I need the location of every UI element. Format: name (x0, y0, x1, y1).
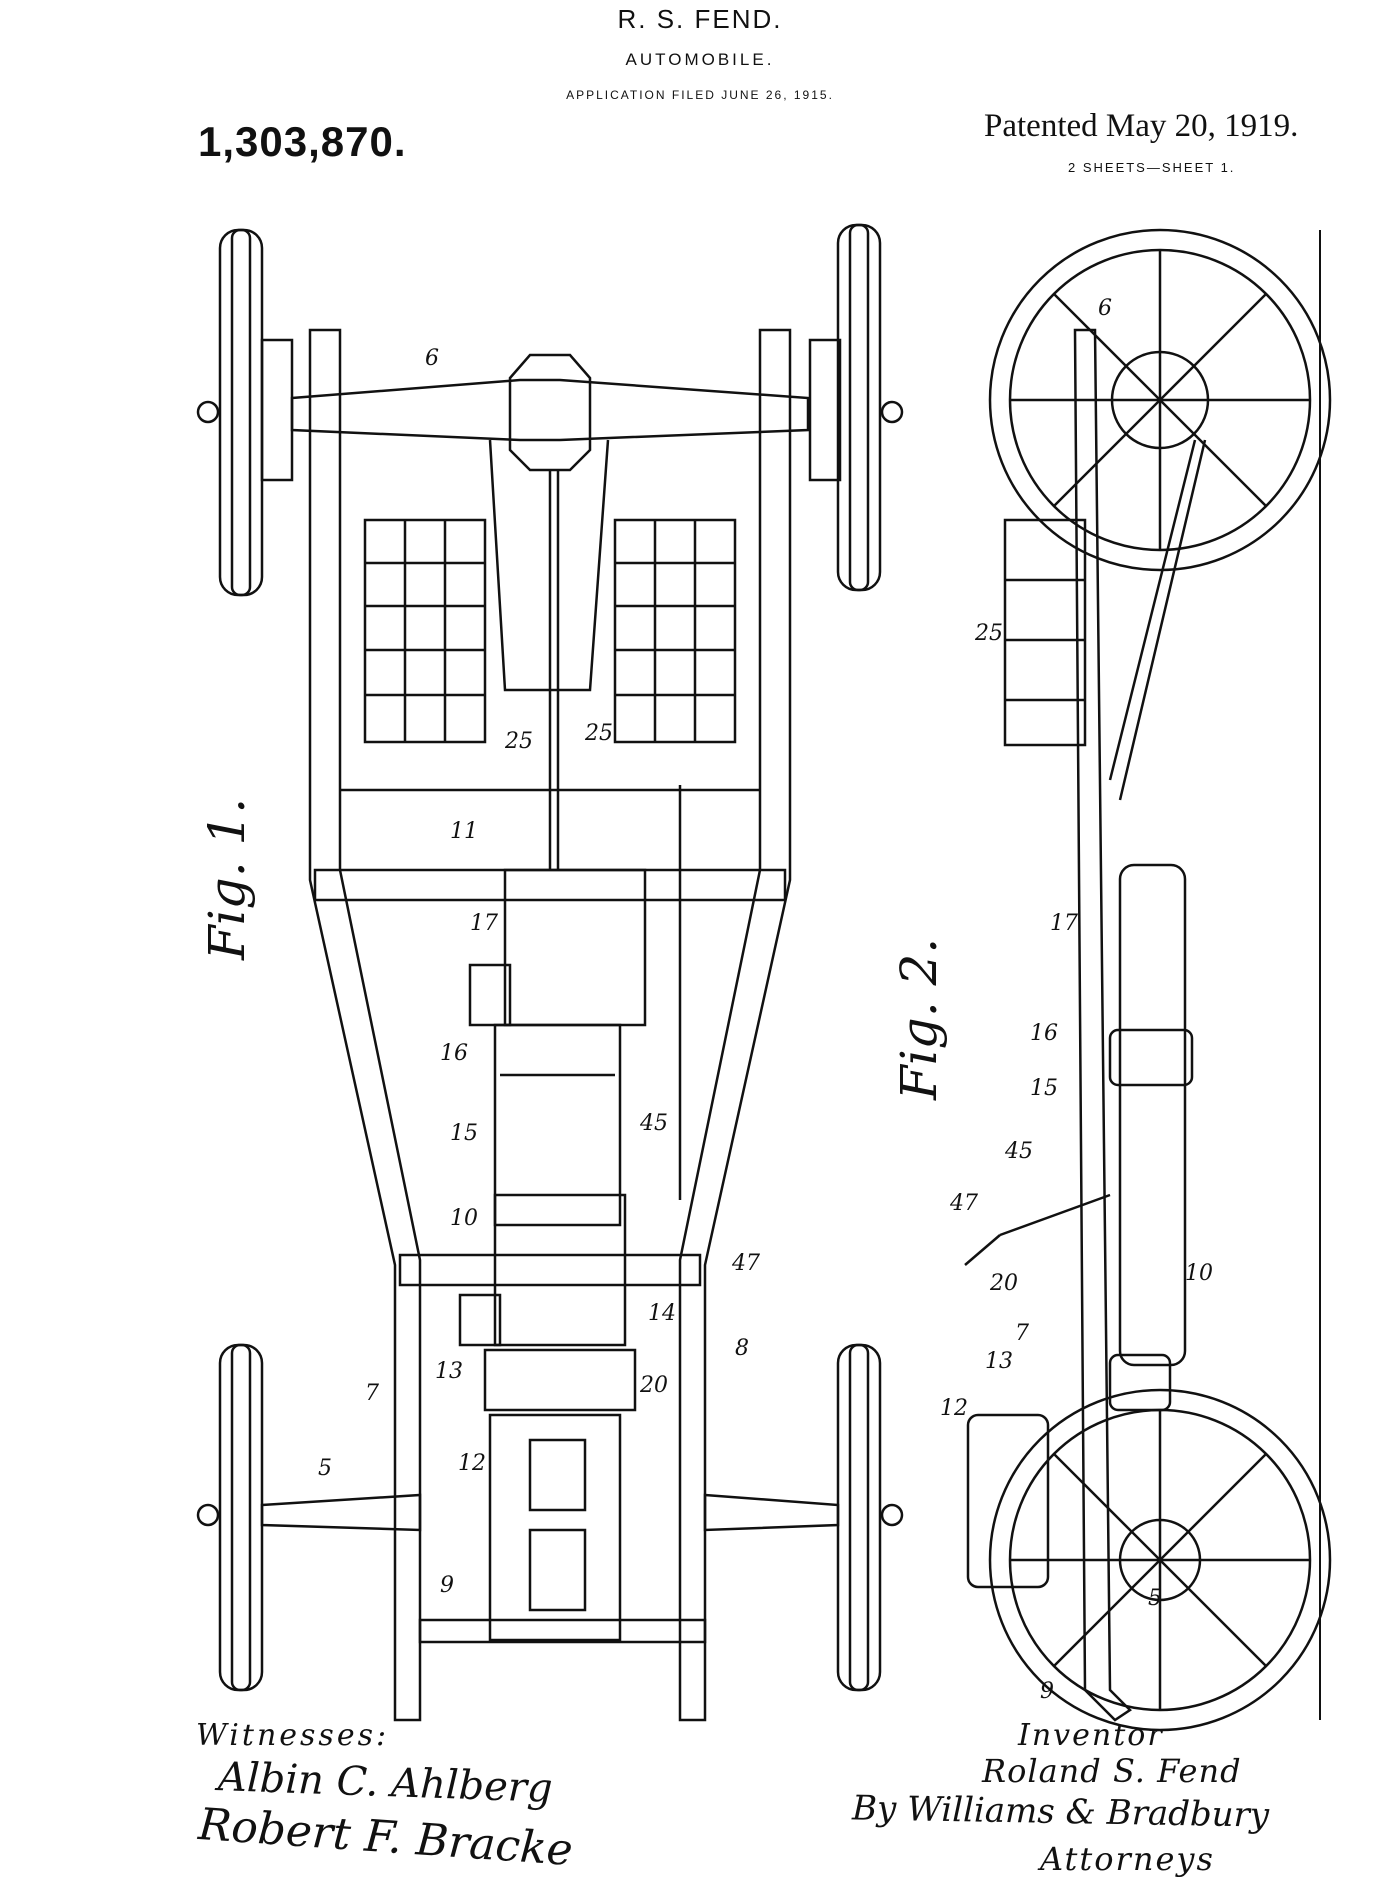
witnesses-label: Witnesses: (196, 1718, 390, 1753)
fig1-engine-12 (488, 1413, 622, 1642)
ref-fig1-8: 8 (735, 1336, 749, 1361)
attorneys-label: Attorneys (1040, 1840, 1215, 1878)
fig1-front-cross-member-9 (418, 1618, 707, 1644)
fig1-battery-box-right (613, 518, 737, 744)
fig1-motor (493, 1023, 622, 1227)
ref-fig2-7: 7 (1015, 1321, 1029, 1346)
fig1-clutch-13 (483, 1348, 637, 1412)
fig1-gear-housing-14 (493, 1193, 627, 1347)
ref-fig2-17: 17 (1050, 911, 1078, 936)
ref-fig2-9: 9 (1040, 1679, 1054, 1704)
fig1-front-left-wheel (218, 1343, 264, 1692)
fig1-right-frame-rail (678, 328, 792, 1722)
ref-fig1-5: 5 (318, 1456, 332, 1481)
patent-date: Patented May 20, 1919. (984, 108, 1299, 144)
ref-fig2-6: 6 (1098, 296, 1112, 321)
inventor-name-header: R. S. FEND. (617, 4, 783, 34)
ref-fig1-12: 12 (458, 1451, 486, 1476)
ref-fig2-13: 13 (985, 1349, 1013, 1374)
fig1-battery-box-left (363, 518, 487, 744)
ref-fig1-17: 17 (470, 911, 498, 936)
ref-fig2-16: 16 (1030, 1021, 1058, 1046)
fig1-reference-numerals: 6 25 25 11 17 16 15 45 10 47 14 8 13 20 … (318, 346, 760, 1598)
ref-fig1-15: 15 (450, 1121, 478, 1146)
ref-fig2-15: 15 (1030, 1076, 1058, 1101)
ref-fig1-45: 45 (639, 1111, 668, 1136)
fig2-rear-wheel (988, 228, 1332, 572)
ref-fig1-20: 20 (639, 1373, 668, 1398)
ref-fig1-7: 7 (365, 1381, 379, 1406)
fig2-radiator-12 (966, 1413, 1050, 1589)
ref-fig1-10: 10 (450, 1206, 478, 1231)
ref-fig1-11: 11 (450, 819, 478, 844)
fig1-rear-left-wheel (218, 228, 264, 597)
ref-fig1-16: 16 (440, 1041, 468, 1066)
ref-fig2-47: 47 (949, 1191, 978, 1216)
fig1-drawing (196, 223, 904, 1722)
ref-fig1-6: 6 (425, 346, 439, 371)
application-filed-line: APPLICATION FILED JUNE 26, 1915. (566, 88, 834, 102)
fig2-drawing (964, 228, 1332, 1732)
inventor-signature: Roland S. Fend (982, 1752, 1242, 1790)
fig1-rear-axle (290, 378, 810, 442)
inventor-label: Inventor (1018, 1718, 1164, 1753)
ref-fig2-5: 5 (1148, 1586, 1162, 1611)
ref-fig1-47: 47 (731, 1251, 760, 1276)
ref-fig2-45: 45 (1004, 1139, 1033, 1164)
ref-fig2-20: 20 (989, 1271, 1018, 1296)
ref-fig1-25a: 25 (504, 729, 533, 754)
invention-title: AUTOMOBILE. (625, 50, 775, 69)
fig2-frame (1073, 328, 1132, 1722)
fig2-label: Fig. 2. (890, 937, 948, 1100)
fig2-reference-numerals: 6 25 17 16 15 45 47 10 20 7 13 12 5 9 (940, 296, 1213, 1704)
attorney-signature: By Williams & Bradbury (851, 1788, 1270, 1836)
fig2-motor-housing (1118, 863, 1187, 1367)
fig1-left-frame-rail (308, 328, 422, 1722)
fig1-cross-member-10 (398, 1253, 702, 1287)
fig1-rear-right-wheel (836, 223, 882, 592)
fig2-front-wheel (988, 1388, 1332, 1732)
fig1-front-right-wheel (836, 1343, 882, 1692)
fig2-battery-25 (1003, 518, 1087, 747)
ref-fig1-25b: 25 (584, 721, 613, 746)
fig1-cross-member-11 (313, 868, 787, 902)
ref-fig2-12: 12 (940, 1396, 968, 1421)
fig1-gear-housing-17 (503, 868, 647, 1027)
fig1-front-axle-left (260, 1493, 422, 1532)
fig1-differential (508, 353, 592, 472)
patent-number: 1,303,870. (198, 118, 407, 165)
sheet-info: 2 SHEETS—SHEET 1. (1068, 160, 1236, 175)
ref-fig1-14: 14 (648, 1301, 676, 1326)
fig1-front-axle-right (703, 1493, 840, 1532)
ref-fig1-9: 9 (440, 1573, 454, 1598)
ref-fig1-13: 13 (435, 1359, 463, 1384)
ref-fig2-25: 25 (974, 621, 1003, 646)
fig1-label: Fig. 1. (198, 797, 256, 960)
ref-fig2-10: 10 (1185, 1261, 1213, 1286)
